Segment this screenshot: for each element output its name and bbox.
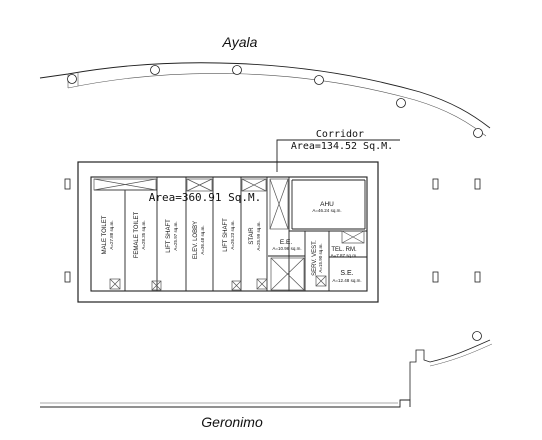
room-name-serv-vest: SERV. VEST. [312, 240, 318, 276]
room-name-lift-shaft-1: LIFT SHAFT [166, 219, 172, 253]
column-marker [396, 98, 406, 108]
side-columns [64, 178, 481, 283]
room-labels: MALE TOILET A=27.88 sq.m. FEMALE TOILET … [102, 211, 323, 275]
room-name-se: S.E. [340, 270, 353, 277]
room-labels-horizontal: AHU A=46.24 sq.m. E.E. A=10.96 sq.m. TEL… [272, 201, 361, 283]
room-name-female-toilet: FEMALE TOILET [134, 211, 140, 258]
room-area-elev-lobby: A=36.48 sq.m. [200, 225, 205, 254]
room-name-ahu: AHU [320, 201, 334, 208]
room-area-se: A=12.48 sq.m. [332, 278, 361, 283]
facade-columns [67, 65, 483, 341]
room-area-stair: A=25.99 sq.m. [256, 221, 261, 250]
column-marker [472, 331, 482, 341]
shaft-markers [93, 178, 365, 291]
room-name-stair: STAIR [249, 227, 255, 245]
room-area-male-toilet: A=27.88 sq.m. [109, 220, 114, 249]
column-marker [473, 128, 483, 138]
room-name-lift-shaft-2: LIFT SHAFT [223, 218, 229, 252]
column-marker [232, 65, 242, 75]
room-name-tel-rm: TEL. RM. [331, 247, 357, 253]
corridor-leader [276, 139, 400, 172]
corridor-area: Area=134.52 Sq.M. [291, 141, 393, 152]
column-marker [150, 65, 160, 75]
room-area-ee: A=10.96 sq.m. [272, 246, 301, 251]
street-label-north: Ayala [222, 34, 258, 50]
room-area-lift-shaft-1: A=25.97 sq.m. [173, 221, 178, 250]
room-name-ee: E.E. [280, 239, 292, 246]
room-area-ahu: A=46.24 sq.m. [312, 208, 341, 213]
north-facade [39, 62, 491, 137]
corridor-label: Corridor [316, 129, 364, 140]
street-label-south: Geronimo [201, 414, 263, 430]
room-area-serv-vest: A=15.90 sq.m. [318, 243, 323, 272]
column-marker [67, 74, 77, 84]
floor-area-label: Area=360.91 Sq.M. [149, 191, 262, 204]
room-name-elev-lobby: ELEV. LOBBY [193, 221, 199, 259]
south-facade [40, 339, 493, 408]
core-walls [77, 161, 379, 303]
room-area-female-toilet: A=28.35 sq.m. [141, 220, 146, 249]
column-marker [314, 75, 324, 85]
room-area-tel-rm: A=7.87 sq.m. [331, 253, 358, 258]
room-name-male-toilet: MALE TOILET [102, 215, 108, 254]
room-area-lift-shaft-2: A=26.23 sq.m. [230, 220, 235, 249]
